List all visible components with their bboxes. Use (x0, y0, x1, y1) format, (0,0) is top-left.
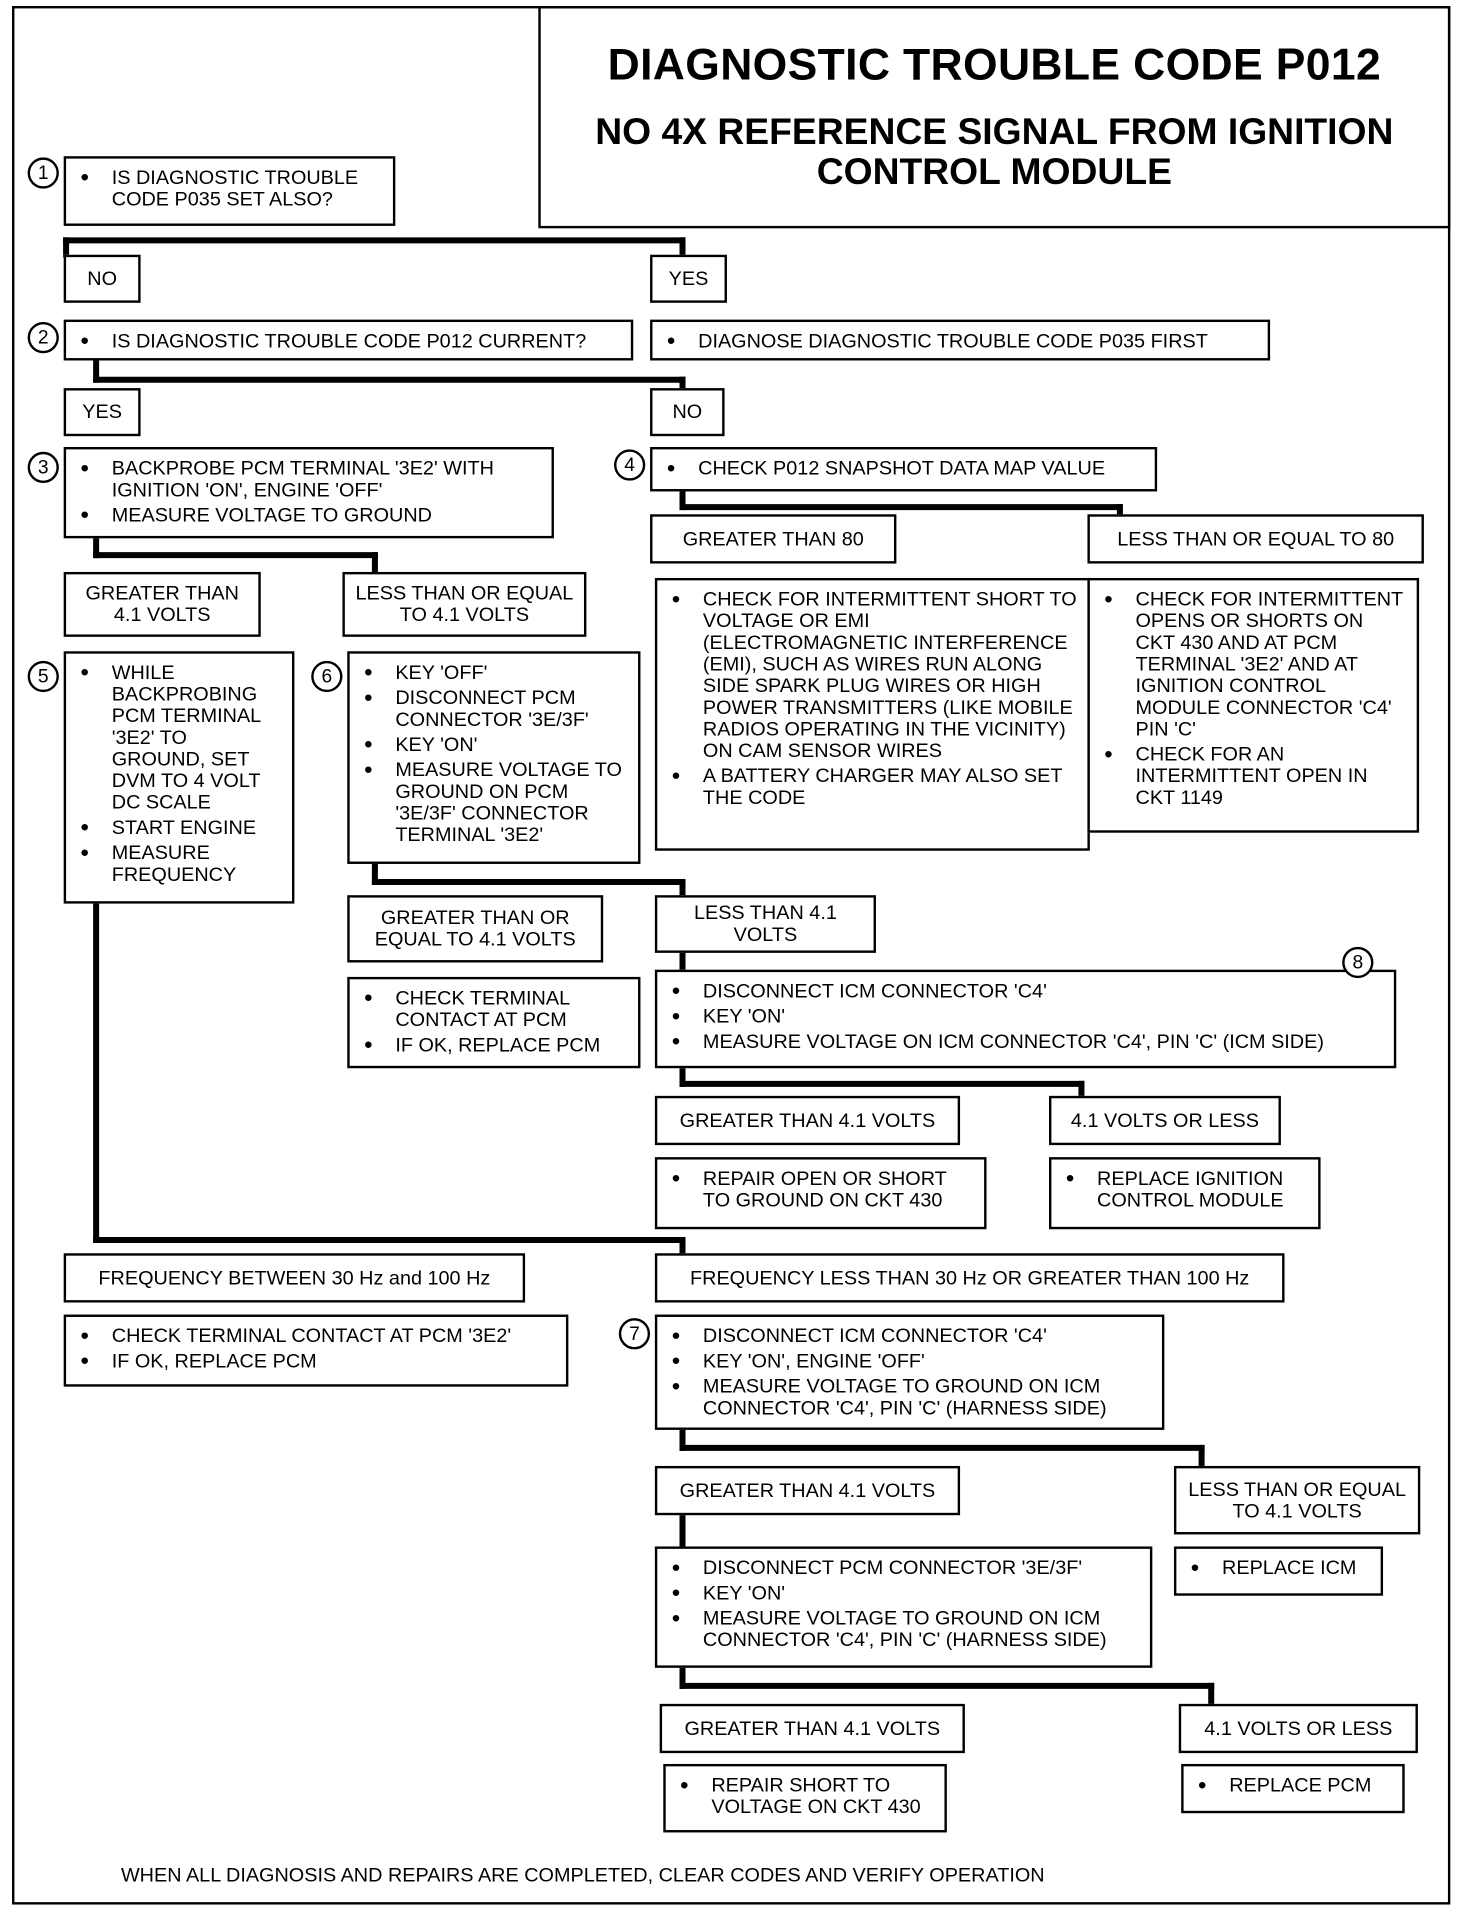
step-1-item: IS DIAGNOSTIC TROUBLE CODE P035 SET ALSO… (76, 167, 384, 210)
footer-note: WHEN ALL DIAGNOSIS AND REPAIRS ARE COMPL… (120, 1864, 1045, 1887)
step-number-1: 1 (27, 157, 59, 189)
freq-ok-action-item: CHECK TERMINAL CONTACT AT PCM '3E2' (76, 1325, 557, 1347)
step-4-item: CHECK P012 SNAPSHOT DATA MAP VALUE (662, 458, 1145, 480)
step-8-item: KEY 'ON' (667, 1006, 1384, 1028)
map-le80-box: CHECK FOR INTERMITTENT OPENS OR SHORTS O… (1087, 577, 1420, 833)
step-6-item: DISCONNECT PCM CONNECTOR '3E/3F' (359, 687, 628, 730)
step-7-item: MEASURE VOLTAGE TO GROUND ON ICM CONNECT… (667, 1376, 1152, 1419)
step-5-item: WHILE BACKPROBING PCM TERMINAL '3E2' TO … (76, 662, 283, 813)
repair-short-voltage-box: REPAIR SHORT TO VOLTAGE ON CKT 430 (663, 1763, 947, 1833)
s8-greater-label: GREATER THAN 4.1 VOLTS (654, 1095, 961, 1146)
s4-greater-label: GREATER THAN 80 (650, 514, 897, 564)
s3-less-equal-label: LESS THAN OR EQUAL TO 4.1 VOLTS (342, 571, 587, 637)
step-5-item: MEASURE FREQUENCY (76, 842, 283, 885)
replace-icm-item: REPLACE ICM (1186, 1557, 1371, 1579)
s7-less-equal-label: LESS THAN OR EQUAL TO 4.1 VOLTS (1173, 1465, 1421, 1535)
replace-icm-box: REPLACE ICM (1173, 1546, 1384, 1596)
replace-pcm-item: REPLACE PCM (1193, 1775, 1392, 1797)
freq-ok-action-box: CHECK TERMINAL CONTACT AT PCM '3E2' IF O… (63, 1314, 569, 1387)
step-number-3: 3 (27, 451, 59, 484)
check-terminal-item: CHECK TERMINAL CONTACT AT PCM (359, 988, 628, 1031)
branch-no-current: NO (650, 388, 725, 437)
replace-pcm-box: REPLACE PCM (1181, 1763, 1405, 1814)
step-8-box: DISCONNECT ICM CONNECTOR 'C4' KEY 'ON' M… (654, 969, 1397, 1069)
s6-greater-equal-label: GREATER THAN OR EQUAL TO 4.1 VOLTS (347, 895, 604, 963)
repair-short-voltage-item: REPAIR SHORT TO VOLTAGE ON CKT 430 (675, 1775, 935, 1818)
map-gt80-item: A BATTERY CHARGER MAY ALSO SET THE CODE (667, 765, 1078, 808)
check-terminal-box: CHECK TERMINAL CONTACT AT PCM IF OK, REP… (347, 976, 641, 1069)
replace-icm-module-item: REPLACE IGNITION CONTROL MODULE (1061, 1168, 1309, 1211)
step-7b-item: DISCONNECT PCM CONNECTOR '3E/3F' (667, 1557, 1140, 1579)
step-7-item: DISCONNECT ICM CONNECTOR 'C4' (667, 1325, 1152, 1347)
step-6-item: MEASURE VOLTAGE TO GROUND ON PCM '3E/3F'… (359, 759, 628, 846)
step-number-5: 5 (27, 660, 59, 693)
step-2-box: IS DIAGNOSTIC TROUBLE CODE P012 CURRENT? (63, 319, 634, 361)
freq-bad-label: FREQUENCY LESS THAN 30 Hz OR GREATER THA… (654, 1253, 1285, 1303)
step-7-item: KEY 'ON', ENGINE 'OFF' (667, 1351, 1152, 1373)
map-gt80-item: CHECK FOR INTERMITTENT SHORT TO VOLTAGE … (667, 589, 1078, 762)
step-7-box: DISCONNECT ICM CONNECTOR 'C4' KEY 'ON', … (654, 1314, 1165, 1430)
step-3-item: BACKPROBE PCM TERMINAL '3E2' WITH IGNITI… (76, 458, 542, 501)
step-number-4: 4 (614, 449, 646, 481)
step-6-item: KEY 'OFF' (359, 662, 628, 684)
freq-ok-label: FREQUENCY BETWEEN 30 Hz and 100 Hz (63, 1253, 526, 1303)
s7b-less-label: 4.1 VOLTS OR LESS (1178, 1703, 1418, 1754)
replace-icm-module-box: REPLACE IGNITION CONTROL MODULE (1048, 1157, 1321, 1230)
step-5-box: WHILE BACKPROBING PCM TERMINAL '3E2' TO … (63, 651, 295, 904)
step-8-item: MEASURE VOLTAGE ON ICM CONNECTOR 'C4', P… (667, 1031, 1384, 1053)
s8-less-label: 4.1 VOLTS OR LESS (1048, 1095, 1281, 1146)
step-7b-item: MEASURE VOLTAGE TO GROUND ON ICM CONNECT… (667, 1608, 1140, 1651)
step-number-7: 7 (618, 1318, 651, 1350)
page-title: DIAGNOSTIC TROUBLE CODE P012 (607, 39, 1382, 89)
branch-yes-current: YES (63, 388, 141, 437)
step-7b-item: KEY 'ON' (667, 1583, 1140, 1605)
repair-open-short-box: REPAIR OPEN OR SHORT TO GROUND ON CKT 43… (654, 1157, 987, 1230)
step-number-6: 6 (311, 660, 343, 693)
map-le80-item: CHECK FOR AN INTERMITTENT OPEN IN CKT 11… (1099, 744, 1407, 809)
step-number-2: 2 (27, 322, 59, 354)
step-number-8: 8 (1342, 946, 1374, 979)
s4-less-equal-label: LESS THAN OR EQUAL TO 80 (1087, 514, 1424, 564)
repair-open-short-item: REPAIR OPEN OR SHORT TO GROUND ON CKT 43… (667, 1168, 975, 1211)
step-3-item: MEASURE VOLTAGE TO GROUND (76, 505, 542, 527)
page-subtitle: NO 4X REFERENCE SIGNAL FROM IGNITION CON… (595, 110, 1394, 193)
title-box: DIAGNOSTIC TROUBLE CODE P012 NO 4X REFER… (538, 6, 1451, 229)
step-5-item: START ENGINE (76, 817, 283, 839)
map-le80-item: CHECK FOR INTERMITTENT OPENS OR SHORTS O… (1099, 589, 1407, 740)
s3-greater-label: GREATER THAN 4.1 VOLTS (63, 571, 261, 637)
branch-yes-p035: YES (650, 254, 727, 303)
s6-less-label: LESS THAN 4.1 VOLTS (654, 895, 876, 953)
branch-no-p035: NO (63, 254, 141, 303)
s7-greater-label: GREATER THAN 4.1 VOLTS (654, 1465, 961, 1516)
diagnose-p035-item: DIAGNOSE DIAGNOSTIC TROUBLE CODE P035 FI… (662, 330, 1258, 352)
step-6-item: KEY 'ON' (359, 734, 628, 756)
s7b-greater-label: GREATER THAN 4.1 VOLTS (659, 1703, 965, 1754)
step-7b-box: DISCONNECT PCM CONNECTOR '3E/3F' KEY 'ON… (654, 1546, 1153, 1668)
step-2-item: IS DIAGNOSTIC TROUBLE CODE P012 CURRENT? (76, 330, 622, 352)
step-6-box: KEY 'OFF' DISCONNECT PCM CONNECTOR '3E/3… (347, 651, 641, 864)
freq-ok-action-item: IF OK, REPLACE PCM (76, 1351, 557, 1373)
step-1-box: IS DIAGNOSTIC TROUBLE CODE P035 SET ALSO… (63, 156, 396, 226)
step-4-box: CHECK P012 SNAPSHOT DATA MAP VALUE (650, 446, 1158, 492)
step-8-item: DISCONNECT ICM CONNECTOR 'C4' (667, 981, 1384, 1003)
map-gt80-box: CHECK FOR INTERMITTENT SHORT TO VOLTAGE … (654, 577, 1090, 851)
diagnose-p035-box: DIAGNOSE DIAGNOSTIC TROUBLE CODE P035 FI… (650, 319, 1271, 361)
check-terminal-item: IF OK, REPLACE PCM (359, 1035, 628, 1057)
step-3-box: BACKPROBE PCM TERMINAL '3E2' WITH IGNITI… (63, 446, 554, 539)
